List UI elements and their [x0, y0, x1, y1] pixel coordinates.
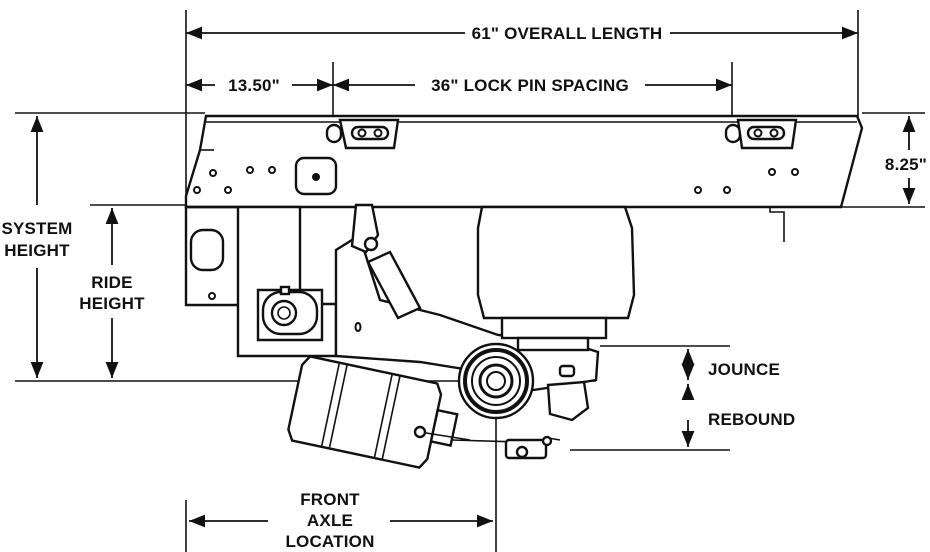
front-hanger-bracket [184, 205, 338, 358]
rebound-label: REBOUND [708, 410, 795, 429]
brake-chamber [287, 355, 459, 469]
overall-length-label: 61" OVERALL LENGTH [472, 24, 663, 43]
system-height-label-line2: HEIGHT [4, 241, 70, 260]
system-height-dimension: SYSTEM HEIGHT [1, 115, 72, 378]
frame-height-label: 8.25" [885, 155, 927, 174]
front-axle-location-dimension: FRONT AXLE LOCATION [189, 490, 493, 551]
front-offset-label: 13.50" [228, 76, 280, 95]
jounce-label: JOUNCE [708, 360, 780, 379]
ride-height-dimension: RIDE HEIGHT [79, 208, 145, 378]
frame-hole [268, 166, 276, 174]
front-lock-pin [325, 118, 400, 150]
frame-hole [768, 168, 776, 176]
frame-hole [791, 168, 799, 176]
frame-hole [246, 166, 254, 174]
rear-stop-bracket [769, 207, 785, 242]
ride-height-label-line1: RIDE [91, 273, 132, 292]
frame-hole [193, 186, 201, 194]
jounce-dimension: JOUNCE [681, 349, 780, 380]
frame-hole [224, 186, 232, 194]
lock-pin-spacing-dimension: 36" LOCK PIN SPACING [333, 76, 732, 95]
rebound-dimension: REBOUND [681, 384, 795, 447]
system-height-label-line1: SYSTEM [1, 219, 72, 238]
rear-lock-pin [724, 118, 798, 150]
lock-pin-spacing-label: 36" LOCK PIN SPACING [431, 76, 629, 95]
axle-hub [457, 342, 535, 420]
front-offset-dimension: 13.50" [186, 76, 333, 95]
cam-adjuster [413, 364, 590, 460]
air-spring [476, 205, 636, 352]
ride-height-label-line2: HEIGHT [79, 294, 145, 313]
frame-hole [723, 186, 731, 194]
front-axle-label-line1: FRONT [300, 490, 360, 509]
front-axle-label-line3: LOCATION [285, 532, 374, 551]
trailing-arm [334, 203, 600, 394]
frame-height-dimension: 8.25" [885, 115, 927, 204]
front-axle-label-line2: AXLE [307, 511, 353, 530]
frame-hole [209, 169, 217, 177]
frame-hole [694, 186, 702, 194]
overall-length-dimension: 61" OVERALL LENGTH [186, 24, 858, 43]
